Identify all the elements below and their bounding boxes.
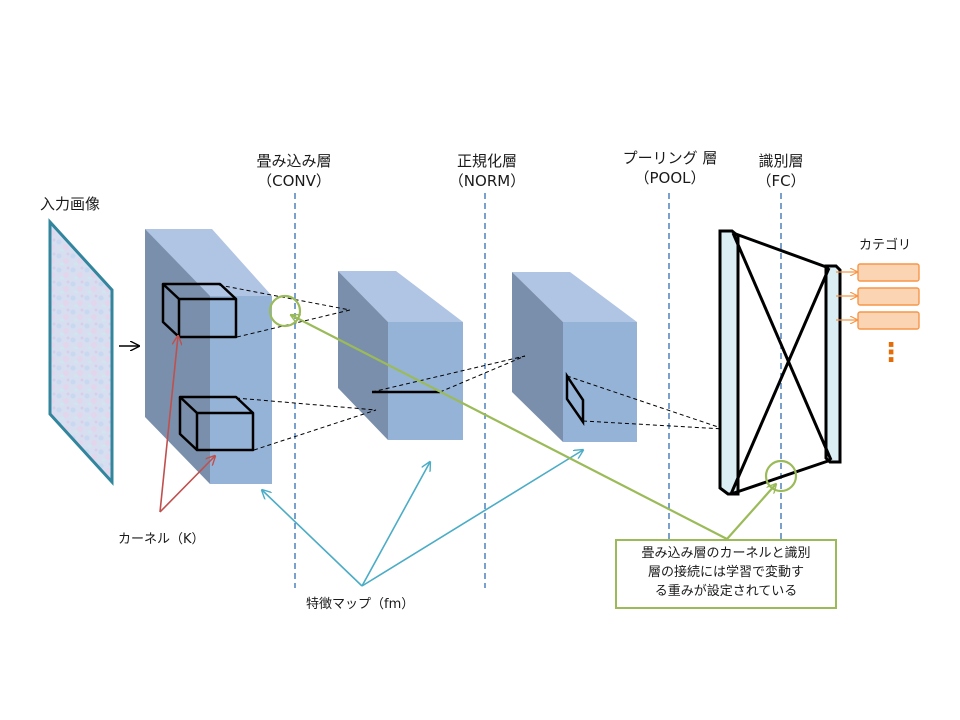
- note-line-2: 層の接続には学習で変動す: [647, 565, 804, 580]
- pool-feature-map: [512, 272, 637, 442]
- layer-name-pool: プーリング 層: [622, 149, 718, 167]
- input-image: [48, 218, 114, 486]
- layer-title-pool: プーリング 層 （POOL）: [595, 148, 745, 188]
- kernel-top: [161, 282, 238, 339]
- layer-abbr-norm: （NORM）: [448, 172, 526, 190]
- input-image-label: 入力画像: [40, 195, 101, 213]
- layer-abbr-fc: （FC）: [756, 172, 806, 190]
- layer-abbr-pool: （POOL）: [634, 169, 706, 187]
- conv-feature-map: [145, 229, 272, 484]
- kernel-bottom: [178, 395, 255, 452]
- layer-name-conv: 畳み込み層: [256, 152, 332, 170]
- weight-highlight: [268, 294, 798, 540]
- layer-title-fc: 識別層 （FC）: [731, 151, 831, 191]
- pool-kernel-shape: [565, 371, 585, 426]
- feature-map-label: 特徴マップ（fm）: [306, 597, 415, 612]
- layer-abbr-conv: （CONV）: [257, 172, 331, 190]
- layer-title-conv: 畳み込み層 （CONV）: [225, 151, 363, 191]
- category-label: カテゴリ: [859, 238, 912, 253]
- layer-name-fc: 識別層: [758, 152, 804, 170]
- category-dots: ⋮: [878, 338, 904, 368]
- kernel-arrows: [159, 336, 215, 513]
- fc-layer: [718, 229, 842, 496]
- feature-map-arrows: [262, 450, 583, 587]
- weight-note: 畳み込み層のカーネルと識別 層の接続には学習で変動す る重みが設定されている: [615, 539, 837, 609]
- layer-name-norm: 正規化層: [456, 152, 517, 170]
- kernel-label: カーネル（K）: [118, 532, 205, 547]
- note-line-3: る重みが設定されている: [654, 584, 798, 599]
- note-line-1: 畳み込み層のカーネルと識別: [641, 546, 811, 561]
- layer-title-norm: 正規化層 （NORM）: [418, 151, 556, 191]
- norm-feature-map: [338, 271, 463, 440]
- category-outputs: [836, 263, 920, 330]
